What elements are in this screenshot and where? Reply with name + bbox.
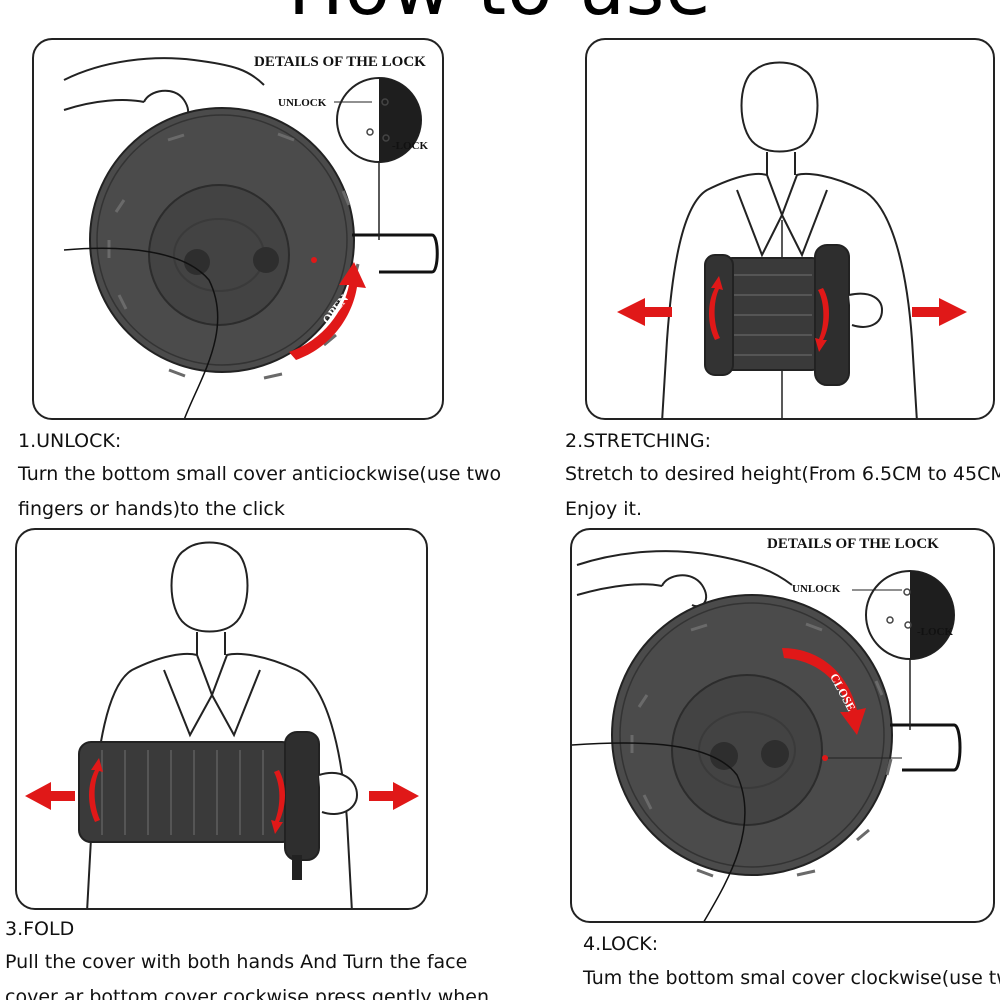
step-1-line-2: fingers or hands)to the click <box>18 498 285 520</box>
page-title: How to use <box>0 0 1000 26</box>
step-4-line-1: Tum the bottom smal cover clockwise(use … <box>583 967 1000 989</box>
step-3-title: 3.FOLD <box>5 918 75 940</box>
step-3-illustration <box>25 541 419 908</box>
unlock-label: UNLOCK <box>278 97 327 109</box>
lock-details-heading-2: DETAILS OF THE LOCK <box>767 536 939 552</box>
step-1-panel: DETAILS OF THE LOCK UNLOCK -LOCK OPEN <box>32 38 444 420</box>
step-3-line-1: Pull the cover with both hands And Turn … <box>5 951 468 973</box>
step-2-line-1: Stretch to desired height(From 6.5CM to … <box>565 463 1000 485</box>
unlock-label-2: UNLOCK <box>792 583 841 595</box>
lock-label: -LOCK <box>392 140 429 152</box>
step-1-line-1: Turn the bottom small cover anticiockwis… <box>18 463 502 485</box>
step-2-illustration <box>617 61 967 418</box>
step-1-title: 1.UNLOCK: <box>18 430 122 452</box>
step-4-title: 4.LOCK: <box>583 933 659 955</box>
step-3-panel <box>15 528 428 910</box>
step-2-line-2: Enjoy it. <box>565 498 643 520</box>
lock-label-2: -LOCK <box>917 626 954 638</box>
step-1-illustration <box>63 57 439 418</box>
step-2-panel <box>585 38 995 420</box>
step-4-panel: DETAILS OF THE LOCK UNLOCK -LOCK CLOSE <box>570 528 995 923</box>
lock-details-heading: DETAILS OF THE LOCK <box>254 54 426 70</box>
step-3-line-2: cover ar bottom cover cockwise press gen… <box>5 986 490 1000</box>
step-4-illustration <box>572 550 962 921</box>
step-2-title: 2.STRETCHING: <box>565 430 711 452</box>
